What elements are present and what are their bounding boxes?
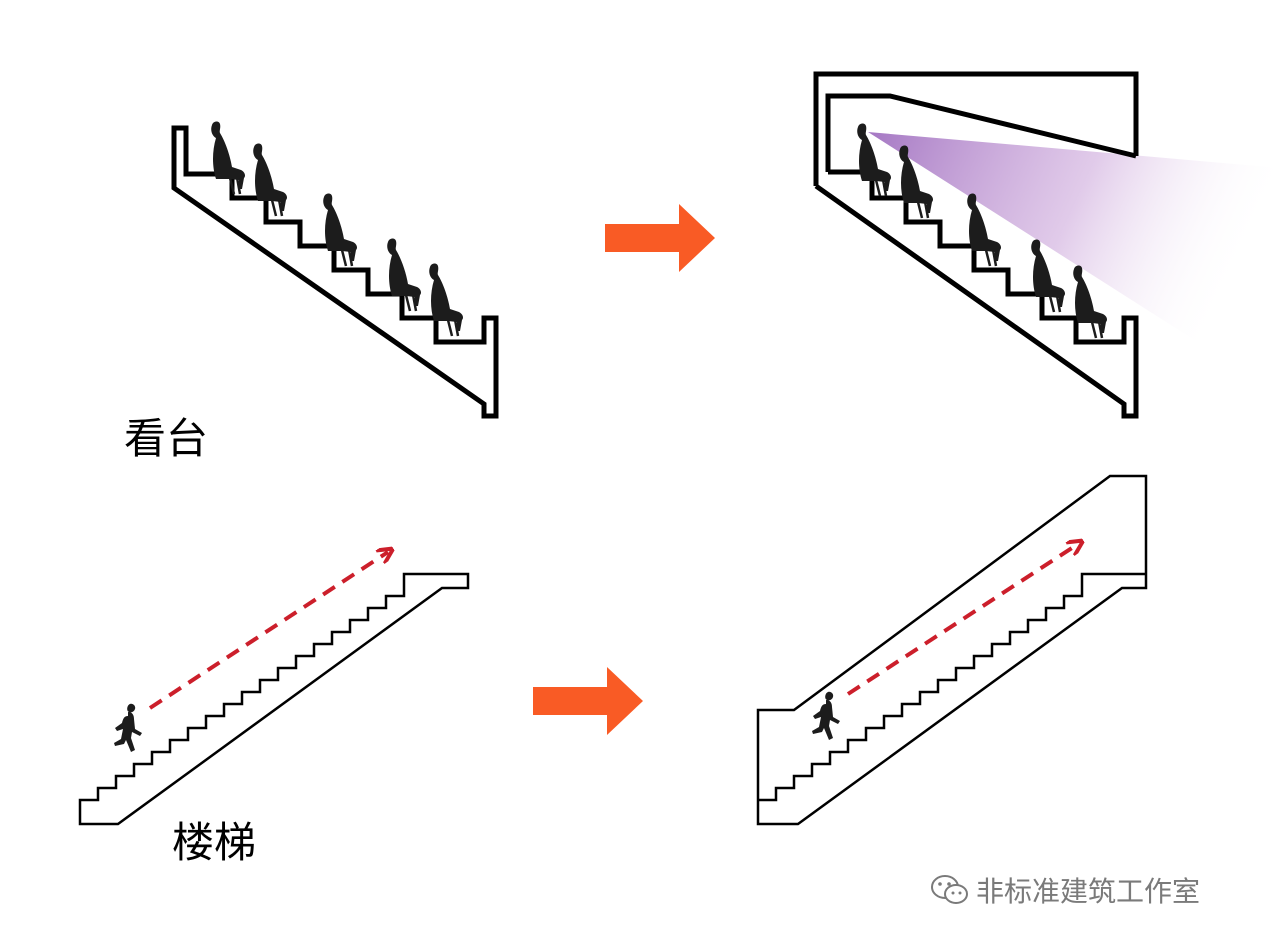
stands-outer-frame: [813, 71, 1139, 186]
climbing-person-silhouette: [812, 691, 840, 740]
watermark: 非标准建筑工作室: [930, 872, 1200, 908]
stands-inner-frame: [825, 93, 1137, 172]
stands-after: [813, 71, 1280, 419]
climbing-person-silhouette: [114, 703, 142, 752]
stairs-before: [78, 552, 470, 826]
view-cone: [868, 132, 1280, 355]
stairs-label: 楼梯: [172, 818, 257, 867]
stands-before: [171, 120, 499, 419]
right-arrow-icon: [533, 667, 643, 735]
watermark-text: 非标准建筑工作室: [976, 875, 1201, 908]
seated-person-silhouette: [321, 192, 359, 268]
path-arrow: [148, 552, 388, 710]
stands-label: 看台: [124, 414, 209, 463]
wechat-icon: [931, 875, 968, 904]
seated-person-silhouette: [209, 120, 247, 196]
stands-outline: [814, 169, 1139, 419]
stair-steps: [758, 572, 1146, 802]
seated-person-silhouette: [251, 142, 289, 218]
right-arrow-icon: [605, 204, 715, 272]
stands-outline: [171, 125, 499, 419]
stair-enclosure: [756, 474, 1148, 826]
stair-outline: [78, 572, 470, 826]
stairs-after: [756, 474, 1148, 826]
